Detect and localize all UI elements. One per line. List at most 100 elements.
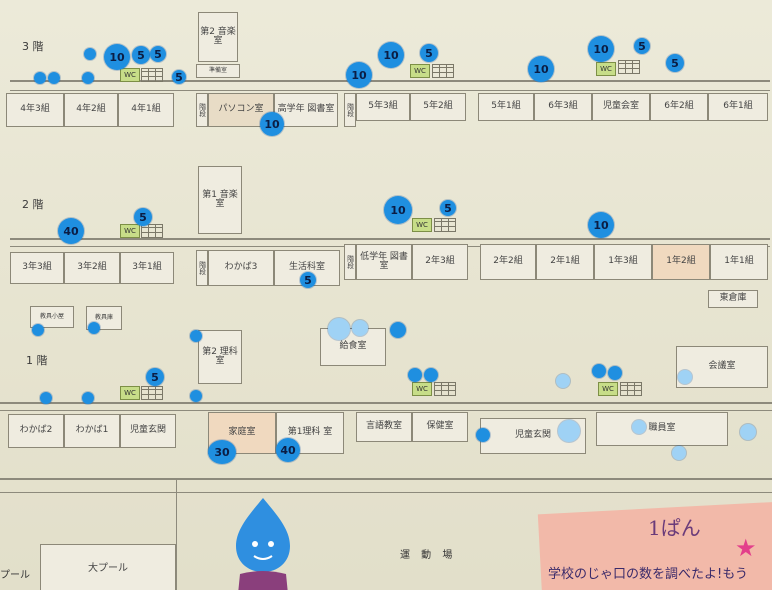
field-label: 運 動 場 xyxy=(400,550,457,561)
faucet-dot xyxy=(328,318,350,340)
room-4-1: 4年1組 xyxy=(118,93,174,127)
room-upper-library: 高学年 図書室 xyxy=(274,93,338,127)
room-music-1: 第1 音楽 室 xyxy=(198,166,242,234)
faucet-dot xyxy=(740,424,756,440)
corridor-line xyxy=(10,238,770,240)
faucet-dot: 5 xyxy=(440,200,456,216)
faucet-dot: 5 xyxy=(172,70,186,84)
room-lower-library: 低学年 図書室 xyxy=(356,244,412,280)
room-6-3: 6年3組 xyxy=(534,93,592,121)
faucet-dot xyxy=(82,72,94,84)
faucet-dot xyxy=(32,324,44,336)
room-wakaba1: わかば1 xyxy=(64,414,120,448)
room-east-storage: 東倉庫 xyxy=(708,290,758,308)
faucet-dot: 10 xyxy=(346,62,372,88)
room-meeting: 会議室 xyxy=(676,346,768,388)
wc-sign: WC xyxy=(120,68,140,82)
faucet-dot: 5 xyxy=(150,46,166,62)
washroom-grid xyxy=(141,386,163,400)
room-entrance: 児童玄関 xyxy=(120,414,176,448)
room-5-2: 5年2組 xyxy=(410,93,466,121)
faucet-dot xyxy=(476,428,490,442)
washroom-grid xyxy=(432,64,454,78)
room-4-2: 4年2組 xyxy=(64,93,118,127)
faucet-dot: 5 xyxy=(300,272,316,288)
faucet-dot: 5 xyxy=(146,368,164,386)
water-drop-mascot xyxy=(236,498,290,590)
floor-label-3: 3 階 xyxy=(22,40,44,53)
faucet-dot xyxy=(190,390,202,402)
faucet-dot xyxy=(34,72,46,84)
faucet-dot: 10 xyxy=(378,42,404,68)
wc-sign: WC xyxy=(120,386,140,400)
washroom-grid xyxy=(620,382,642,396)
small-room: 教具小屋 xyxy=(30,306,74,328)
faucet-dot xyxy=(84,48,96,60)
faucet-dot xyxy=(190,330,202,342)
room-2-1: 2年1組 xyxy=(536,244,594,280)
floor-label-1: 1 階 xyxy=(26,354,48,367)
faucet-dot: 5 xyxy=(634,38,650,54)
room-health: 保健室 xyxy=(412,412,468,442)
washroom-grid xyxy=(141,68,163,82)
corridor-line xyxy=(10,80,770,82)
faucet-dot: 10 xyxy=(260,112,284,136)
stairs-label: 階段 xyxy=(196,250,208,286)
faucet-dot xyxy=(592,364,606,378)
faucet-dot: 40 xyxy=(58,218,84,244)
faucet-dot xyxy=(672,446,686,460)
faucet-dot xyxy=(40,392,52,404)
big-pool: 大プール xyxy=(40,544,176,590)
faucet-dot: 5 xyxy=(132,46,150,64)
room-5-1: 5年1組 xyxy=(478,93,534,121)
room-6-1: 6年1組 xyxy=(708,93,768,121)
star-icon: ★ xyxy=(735,534,757,562)
faucet-dot: 40 xyxy=(276,438,300,462)
faucet-dot xyxy=(558,420,580,442)
room-language: 言語教室 xyxy=(356,412,412,442)
stairs-label: 階段 xyxy=(344,93,356,127)
wc-sign: WC xyxy=(410,64,430,78)
faucet-dot xyxy=(424,368,438,382)
floor-label-2: 2 階 xyxy=(22,198,44,211)
faucet-dot xyxy=(632,420,646,434)
faucet-dot: 5 xyxy=(420,44,438,62)
faucet-dot: 10 xyxy=(528,56,554,82)
corridor-line xyxy=(0,410,772,411)
corridor-line xyxy=(10,90,770,91)
wc-sign: WC xyxy=(412,218,432,232)
sign-text: 学校のじゃ口の数を調べたよ!もう xyxy=(548,567,748,582)
wc-sign: WC xyxy=(596,62,616,76)
room-wakaba2: わかば2 xyxy=(8,414,64,448)
stairs-label: 階段 xyxy=(196,93,208,127)
wall-line xyxy=(0,478,772,480)
faucet-dot xyxy=(678,370,692,384)
room-3-3: 3年3組 xyxy=(10,252,64,284)
faucet-dot xyxy=(608,366,622,380)
washroom-grid xyxy=(434,382,456,396)
washroom-grid xyxy=(618,60,640,74)
room-6-2: 6年2組 xyxy=(650,93,708,121)
faucet-dot: 10 xyxy=(384,196,412,224)
washroom-grid xyxy=(434,218,456,232)
room-3-1: 3年1組 xyxy=(120,252,174,284)
pool-label: プール xyxy=(0,570,30,581)
washroom-grid xyxy=(141,224,163,238)
room-music-2: 第2 音楽 室 xyxy=(198,12,238,62)
wc-sign: WC xyxy=(412,382,432,396)
faucet-dot xyxy=(352,320,368,336)
faucet-dot xyxy=(48,72,60,84)
faucet-dot xyxy=(82,392,94,404)
wall-line xyxy=(176,480,177,590)
wc-sign: WC xyxy=(598,382,618,396)
faucet-dot xyxy=(556,374,570,388)
faucet-dot: 10 xyxy=(104,44,130,70)
room-children-council: 児童会室 xyxy=(592,93,650,121)
room-5-3: 5年3組 xyxy=(356,93,410,121)
small-room: 準備室 xyxy=(196,64,240,78)
faucet-dot: 5 xyxy=(134,208,152,226)
faucet-dot: 30 xyxy=(208,440,236,464)
faucet-dot: 5 xyxy=(666,54,684,72)
room-1-1: 1年1組 xyxy=(710,244,768,280)
faucet-dot xyxy=(390,322,406,338)
